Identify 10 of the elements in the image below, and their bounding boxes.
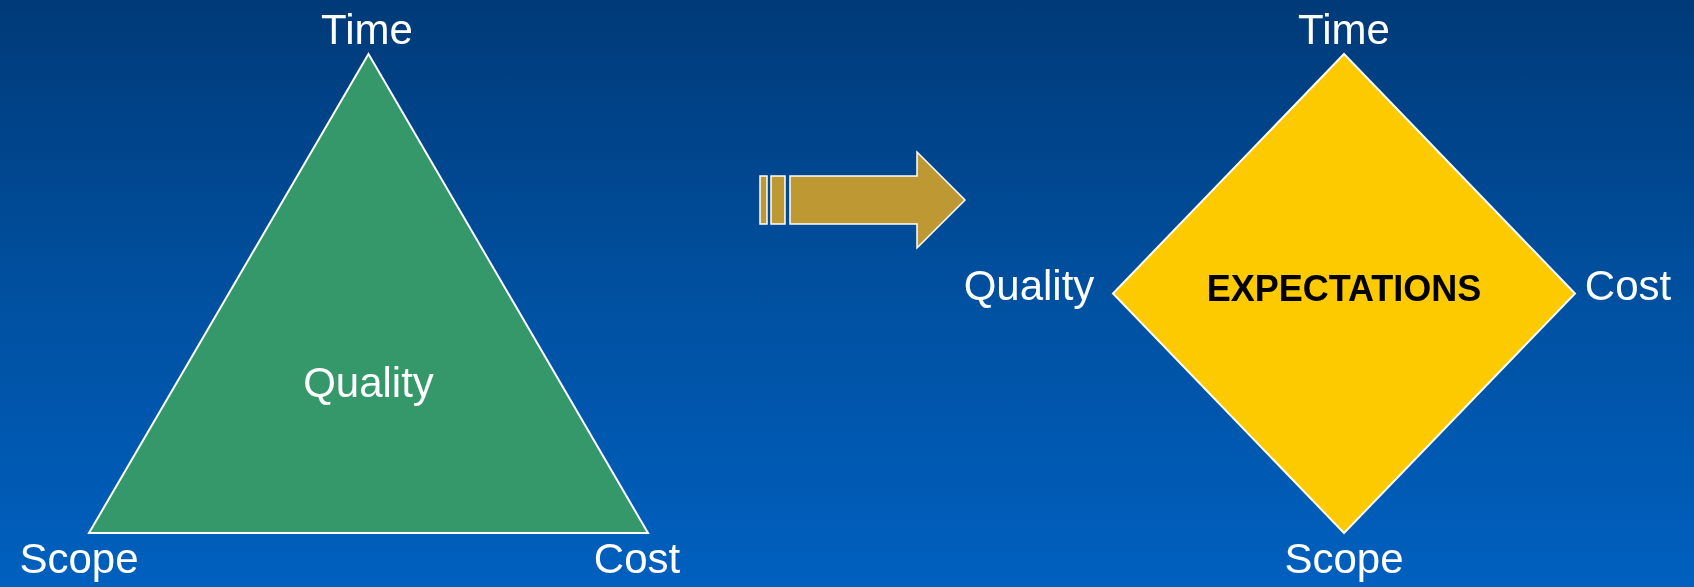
corner-label: Time bbox=[321, 5, 413, 55]
corner-label: Time bbox=[1298, 5, 1390, 55]
corner-label: Quality bbox=[963, 261, 1095, 311]
corner-label: Scope bbox=[1284, 534, 1404, 584]
block-arrow bbox=[759, 150, 967, 250]
corner-label: Cost bbox=[593, 534, 681, 584]
shape-label: Quality bbox=[302, 358, 435, 407]
corner-label: Cost bbox=[1584, 261, 1672, 311]
corner-label: Scope bbox=[19, 534, 139, 584]
shape-label: EXPECTATIONS bbox=[1205, 267, 1483, 310]
